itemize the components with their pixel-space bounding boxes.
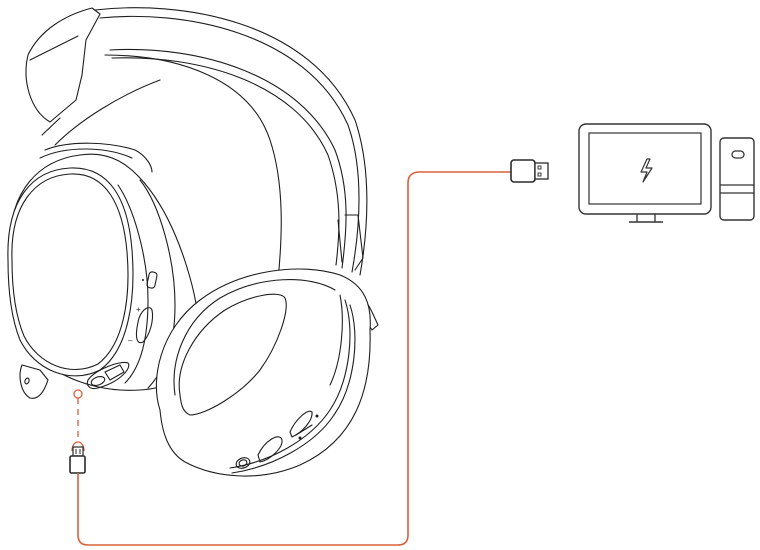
lightning-bolt-icon xyxy=(640,158,653,183)
usb-a-plug-icon xyxy=(510,159,549,183)
headset-button-icon xyxy=(146,271,158,289)
usb-cable xyxy=(69,159,549,546)
volume-plus-label: + xyxy=(136,305,141,314)
volume-wheel-icon xyxy=(135,307,154,344)
pc-monitor-icon xyxy=(578,123,712,223)
power-button-icon xyxy=(235,457,251,469)
headset-icon: + – xyxy=(7,7,379,477)
pc-tower-icon xyxy=(719,137,755,221)
usb-c-plug-icon xyxy=(69,441,86,474)
volume-minus-label: – xyxy=(128,336,133,345)
charging-port-marker xyxy=(73,389,83,399)
